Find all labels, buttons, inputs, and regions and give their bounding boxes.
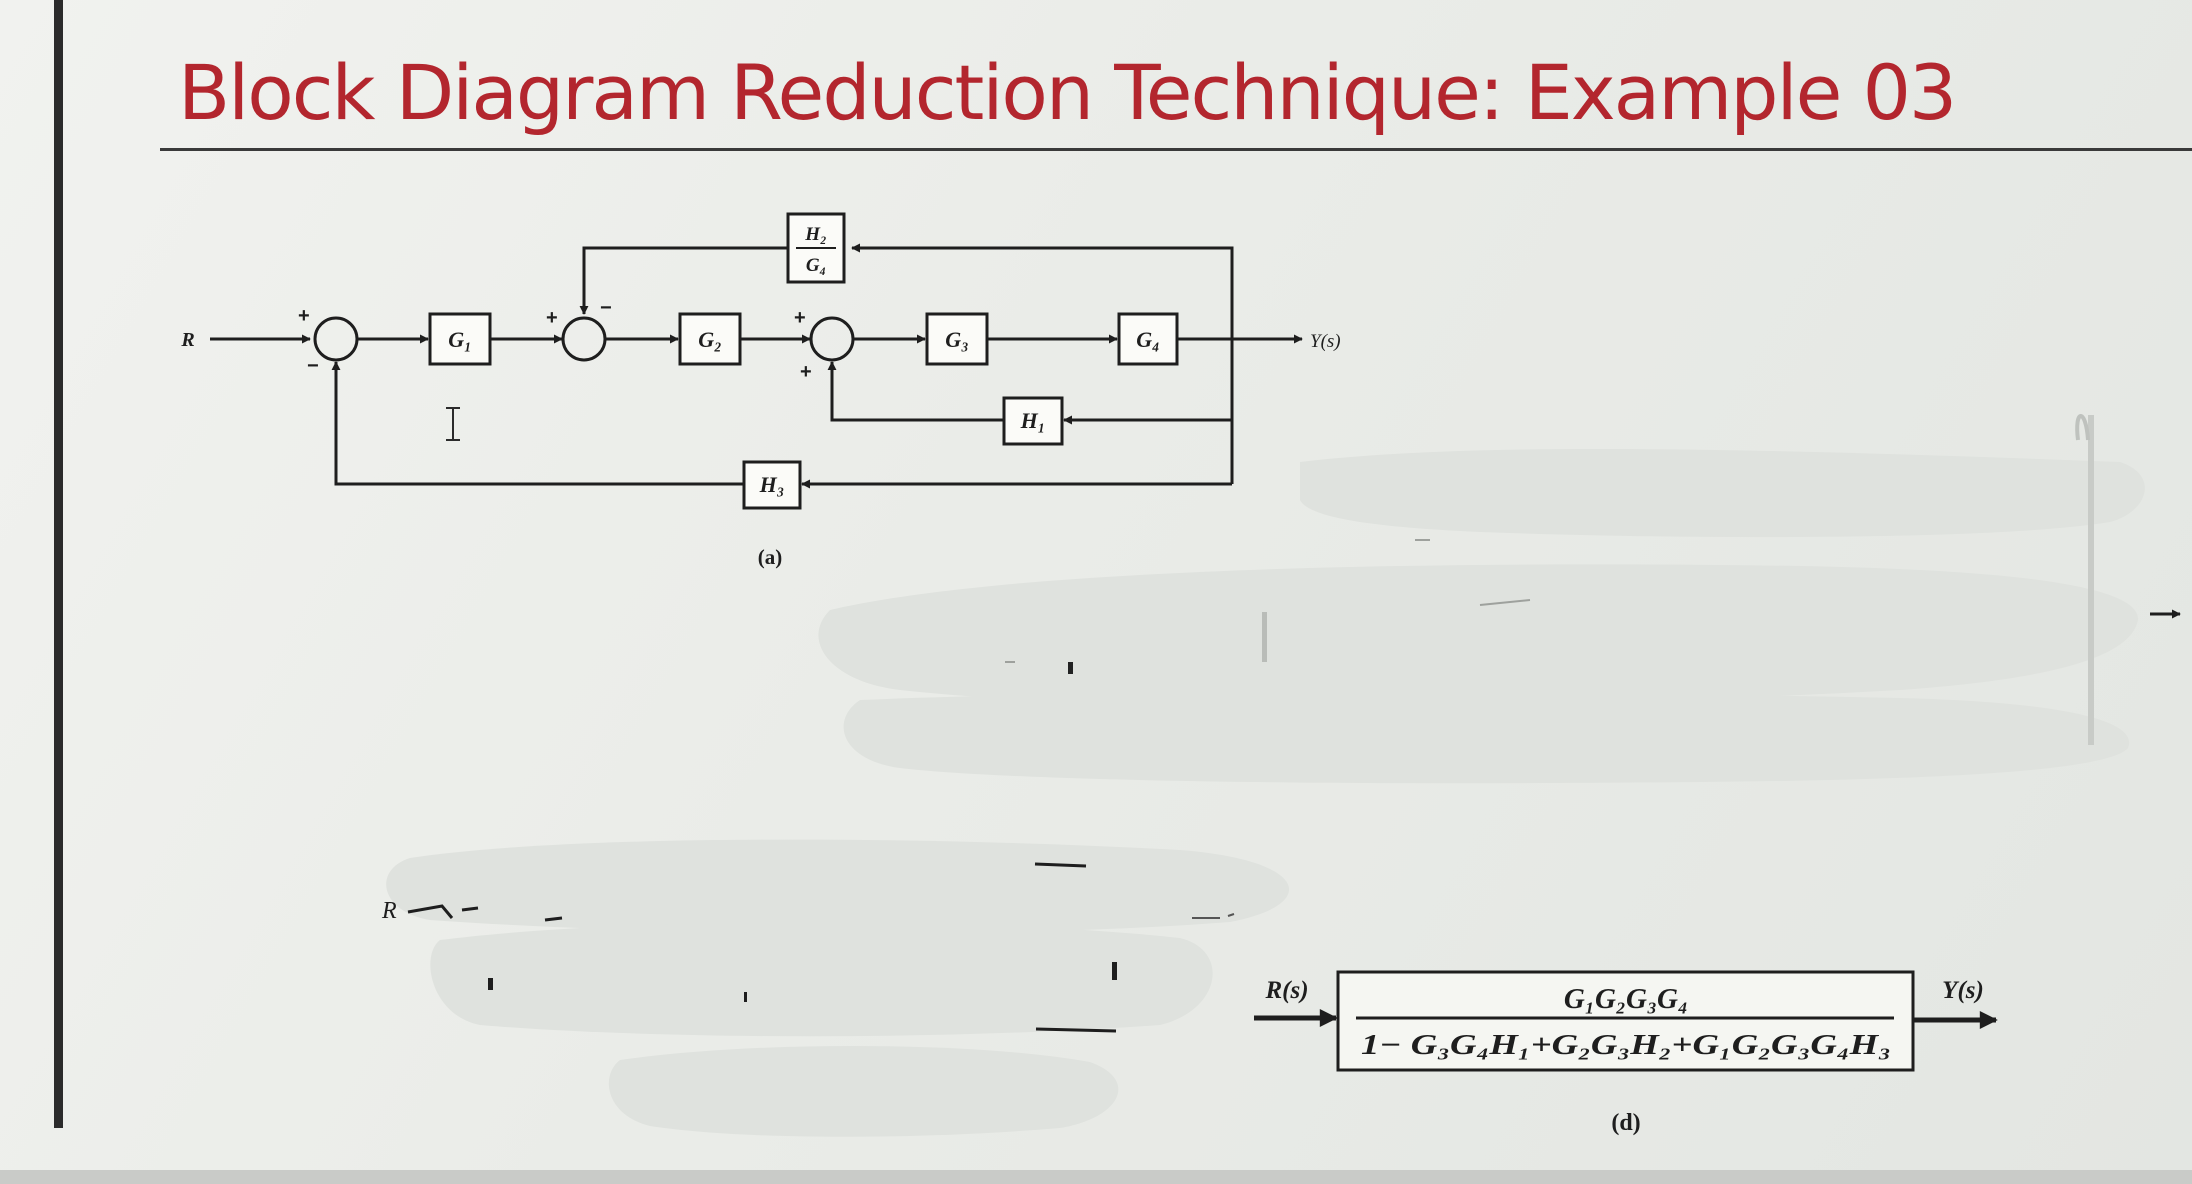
wire-h2g4-to-s2 bbox=[579, 246, 788, 315]
output-label-ys-d: Y(s) bbox=[1942, 977, 1984, 1004]
transfer-function-numerator: G₁G₂G₃G₄ bbox=[1564, 983, 1688, 1015]
slide-bottom-edge bbox=[0, 1170, 2192, 1184]
title-underline bbox=[160, 148, 2192, 151]
sign-s2-plus: + bbox=[546, 307, 558, 329]
block-g2 bbox=[678, 312, 742, 366]
caption-d: (d) bbox=[1611, 1110, 1640, 1136]
erased-region-lower bbox=[386, 839, 1290, 1137]
diagram-a bbox=[210, 212, 1303, 510]
label-h3: H₃ bbox=[759, 472, 785, 497]
transfer-function-denominator: 1− G₃G₄H₁+G₂G₃H₂+G₁G₂G₃G₄H₃ bbox=[1361, 1030, 1891, 1061]
block-g3 bbox=[925, 312, 989, 366]
input-label-r: R bbox=[180, 329, 194, 351]
label-h2: H₂ bbox=[804, 224, 826, 245]
wire-h3-to-s1 bbox=[331, 361, 744, 486]
block-h1 bbox=[1002, 396, 1064, 446]
block-g4 bbox=[1117, 312, 1179, 366]
wire-h1-to-s3 bbox=[827, 361, 1004, 422]
summing-junction-3 bbox=[809, 316, 855, 362]
label-g4-denominator: G₄ bbox=[806, 255, 826, 276]
text-cursor-icon bbox=[446, 407, 460, 441]
label-g2: G₂ bbox=[698, 327, 722, 352]
output-label-ys: Y(s) bbox=[1310, 331, 1341, 352]
partial-input-label-r: R bbox=[381, 898, 397, 924]
block-h3 bbox=[742, 460, 802, 510]
input-label-rs: R(s) bbox=[1264, 977, 1308, 1004]
sign-s1-plus: + bbox=[298, 305, 310, 327]
page-title: Block Diagram Reduction Technique: Examp… bbox=[178, 48, 1957, 137]
block-g1 bbox=[428, 312, 492, 366]
label-g3: G₃ bbox=[945, 327, 969, 352]
diagram-d bbox=[1254, 970, 1998, 1072]
label-h1: H₁ bbox=[1020, 408, 1046, 433]
summing-junction-2 bbox=[561, 316, 607, 362]
sign-s3-plus-bottom: + bbox=[800, 361, 812, 383]
left-border bbox=[54, 0, 63, 1128]
summing-junction-1 bbox=[313, 316, 359, 362]
sign-s3-plus-top: + bbox=[794, 307, 806, 329]
label-g1: G₁ bbox=[448, 327, 472, 352]
block-transfer-function bbox=[1336, 970, 1915, 1072]
sign-s1-minus: − bbox=[307, 355, 319, 377]
sign-s2-minus: − bbox=[600, 297, 612, 319]
erased-region-upper bbox=[818, 414, 2145, 784]
caption-a: (a) bbox=[758, 545, 783, 569]
label-g4: G₄ bbox=[1136, 327, 1160, 352]
wire-h2g4-feedback bbox=[851, 243, 1234, 339]
